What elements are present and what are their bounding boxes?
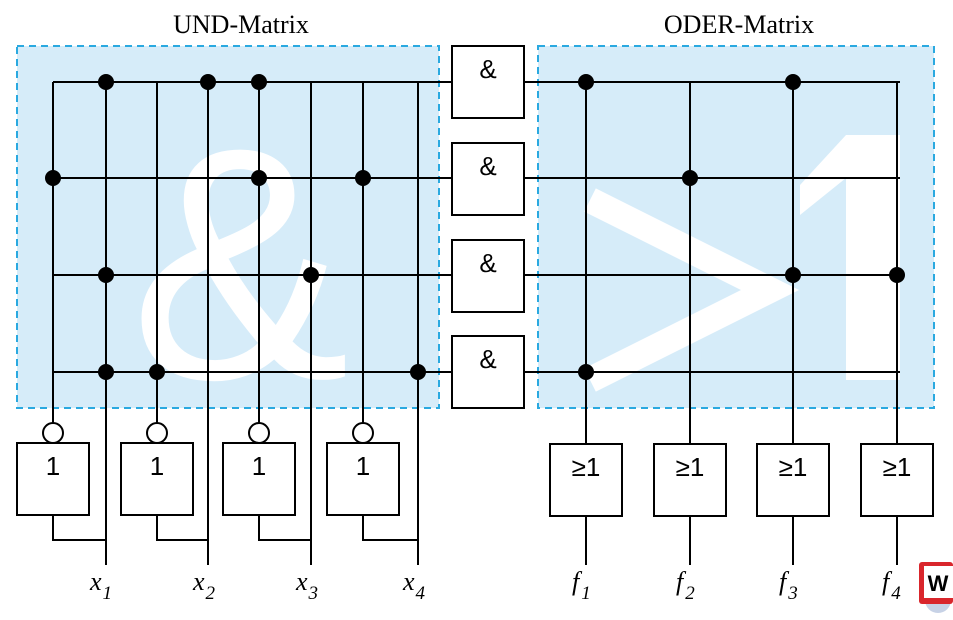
or-gate-3-label: ≥1 (779, 452, 808, 482)
or-gate-4: ≥1 (860, 443, 934, 565)
input-base: x (295, 567, 308, 596)
inverter-3: 1 (222, 422, 311, 541)
output-subscript: 1 (581, 583, 591, 604)
and-matrix-connections (45, 74, 426, 380)
and-gate-2: & (451, 142, 525, 216)
output-base: f (779, 567, 790, 596)
inverter-3-label: 1 (252, 451, 266, 481)
and-matrix-region (16, 45, 440, 409)
and-gate-1: & (451, 45, 525, 119)
negation-bubble (352, 422, 374, 444)
svg-text:f3: f3 (779, 567, 798, 604)
and-gate-4-label: & (479, 344, 496, 374)
inverter-1: 1 (16, 422, 106, 541)
input-base: x (89, 567, 102, 596)
input-label-x4: x4 (402, 567, 426, 604)
inverter-1-label: 1 (46, 451, 60, 481)
output-subscript: 3 (787, 583, 798, 604)
and-matrix-title: UND-Matrix (173, 10, 309, 39)
svg-text:f2: f2 (676, 567, 695, 604)
inverter-2: 1 (120, 422, 208, 541)
svg-text:x4: x4 (402, 567, 426, 604)
svg-text:x3: x3 (295, 567, 318, 604)
input-subscript: 2 (206, 583, 216, 604)
publisher-logo-text: W (928, 571, 949, 596)
or-gate-2-label: ≥1 (676, 452, 705, 482)
output-subscript: 4 (891, 583, 901, 604)
input-subscript: 1 (103, 583, 113, 604)
or-gate-3: ≥1 (756, 443, 830, 565)
input-base: x (402, 567, 415, 596)
input-label-x3: x3 (295, 567, 318, 604)
and-gate-1-label: & (479, 54, 496, 84)
and-gate-3: & (451, 239, 525, 313)
or-matrix-columns (585, 82, 898, 444)
negation-bubble (248, 422, 270, 444)
and-gate-2-label: & (479, 151, 496, 181)
input-label-x2: x2 (192, 567, 216, 604)
input-base: x (192, 567, 205, 596)
input-label-x1: x1 (89, 567, 112, 604)
and-gate-4: & (451, 335, 525, 409)
negation-bubble (146, 422, 168, 444)
negation-bubble (42, 422, 64, 444)
svg-text:f1: f1 (572, 567, 591, 604)
or-matrix-connections (578, 74, 905, 380)
output-base: f (572, 567, 583, 596)
inverter-4-label: 1 (356, 451, 370, 481)
input-subscript: 3 (308, 583, 319, 604)
svg-text:x2: x2 (192, 567, 216, 604)
output-subscript: 2 (685, 583, 695, 604)
input-subscript: 4 (416, 583, 426, 604)
or-watermark-shapes (584, 135, 900, 392)
inverter-4: 1 (326, 422, 418, 541)
output-base: f (676, 567, 687, 596)
output-base: f (882, 567, 893, 596)
publisher-logo-icon: W (919, 562, 953, 613)
svg-text:x1: x1 (89, 567, 112, 604)
or-gate-1-label: ≥1 (572, 452, 601, 482)
and-gate-3-label: & (479, 248, 496, 278)
or-gate-4-label: ≥1 (883, 452, 912, 482)
inverter-2-label: 1 (150, 451, 164, 481)
or-gate-2: ≥1 (653, 443, 727, 565)
or-gate-1: ≥1 (549, 443, 623, 565)
svg-text:f4: f4 (882, 567, 901, 604)
and-watermark: & (130, 79, 350, 448)
or-matrix-title: ODER-Matrix (664, 10, 814, 39)
